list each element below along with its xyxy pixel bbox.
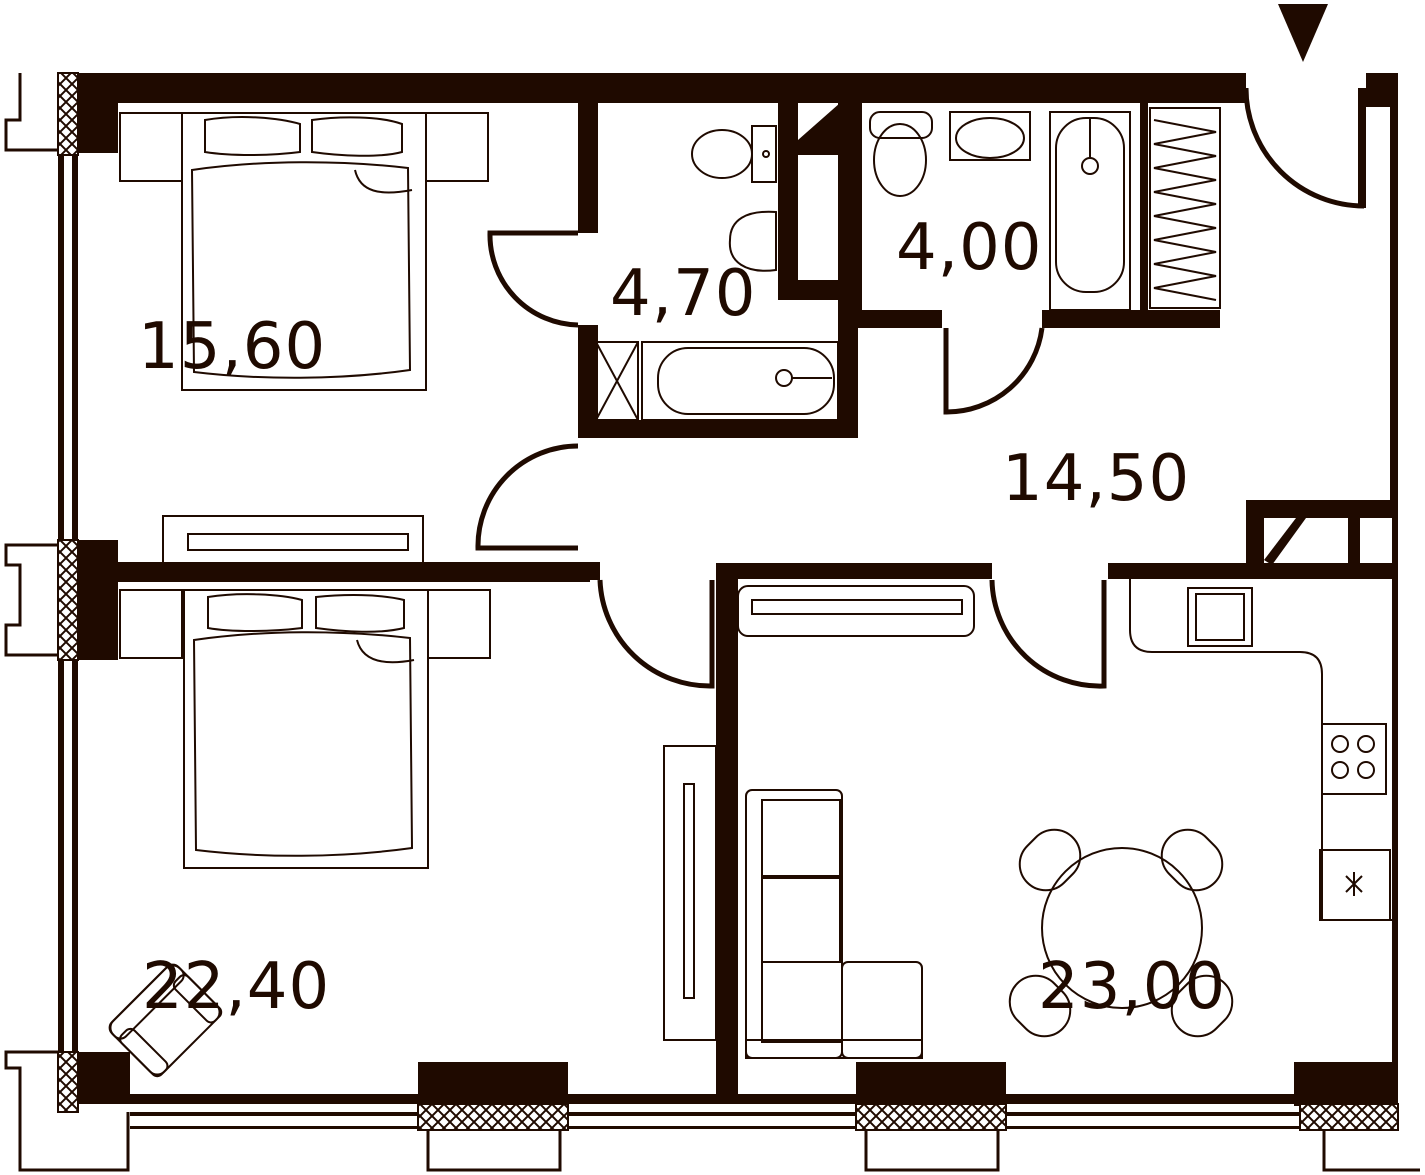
bed-1 [119,112,489,565]
entrance-arrow-icon [1278,4,1328,62]
room-area-bathroom-2: 4,00 [896,211,1043,285]
interior-walls [78,103,1398,1103]
room-area-bedroom-1: 15,60 [138,310,326,384]
room-area-hallway: 14,50 [1002,442,1190,516]
room-labels: 15,60 4,70 4,00 14,50 22,40 23,00 [138,211,1226,1024]
room-area-bedroom-2: 22,40 [142,950,330,1024]
doors [475,87,1366,689]
bathroom-2-fixtures [869,107,1221,311]
outer-walls [4,72,1420,1172]
living-fixtures [737,579,1392,1059]
room-area-kitchen-living: 23,00 [1038,950,1226,1024]
room-area-bathroom-1: 4,70 [610,257,757,331]
bathroom-1-fixtures [595,125,839,421]
bed-2 [108,589,717,1078]
